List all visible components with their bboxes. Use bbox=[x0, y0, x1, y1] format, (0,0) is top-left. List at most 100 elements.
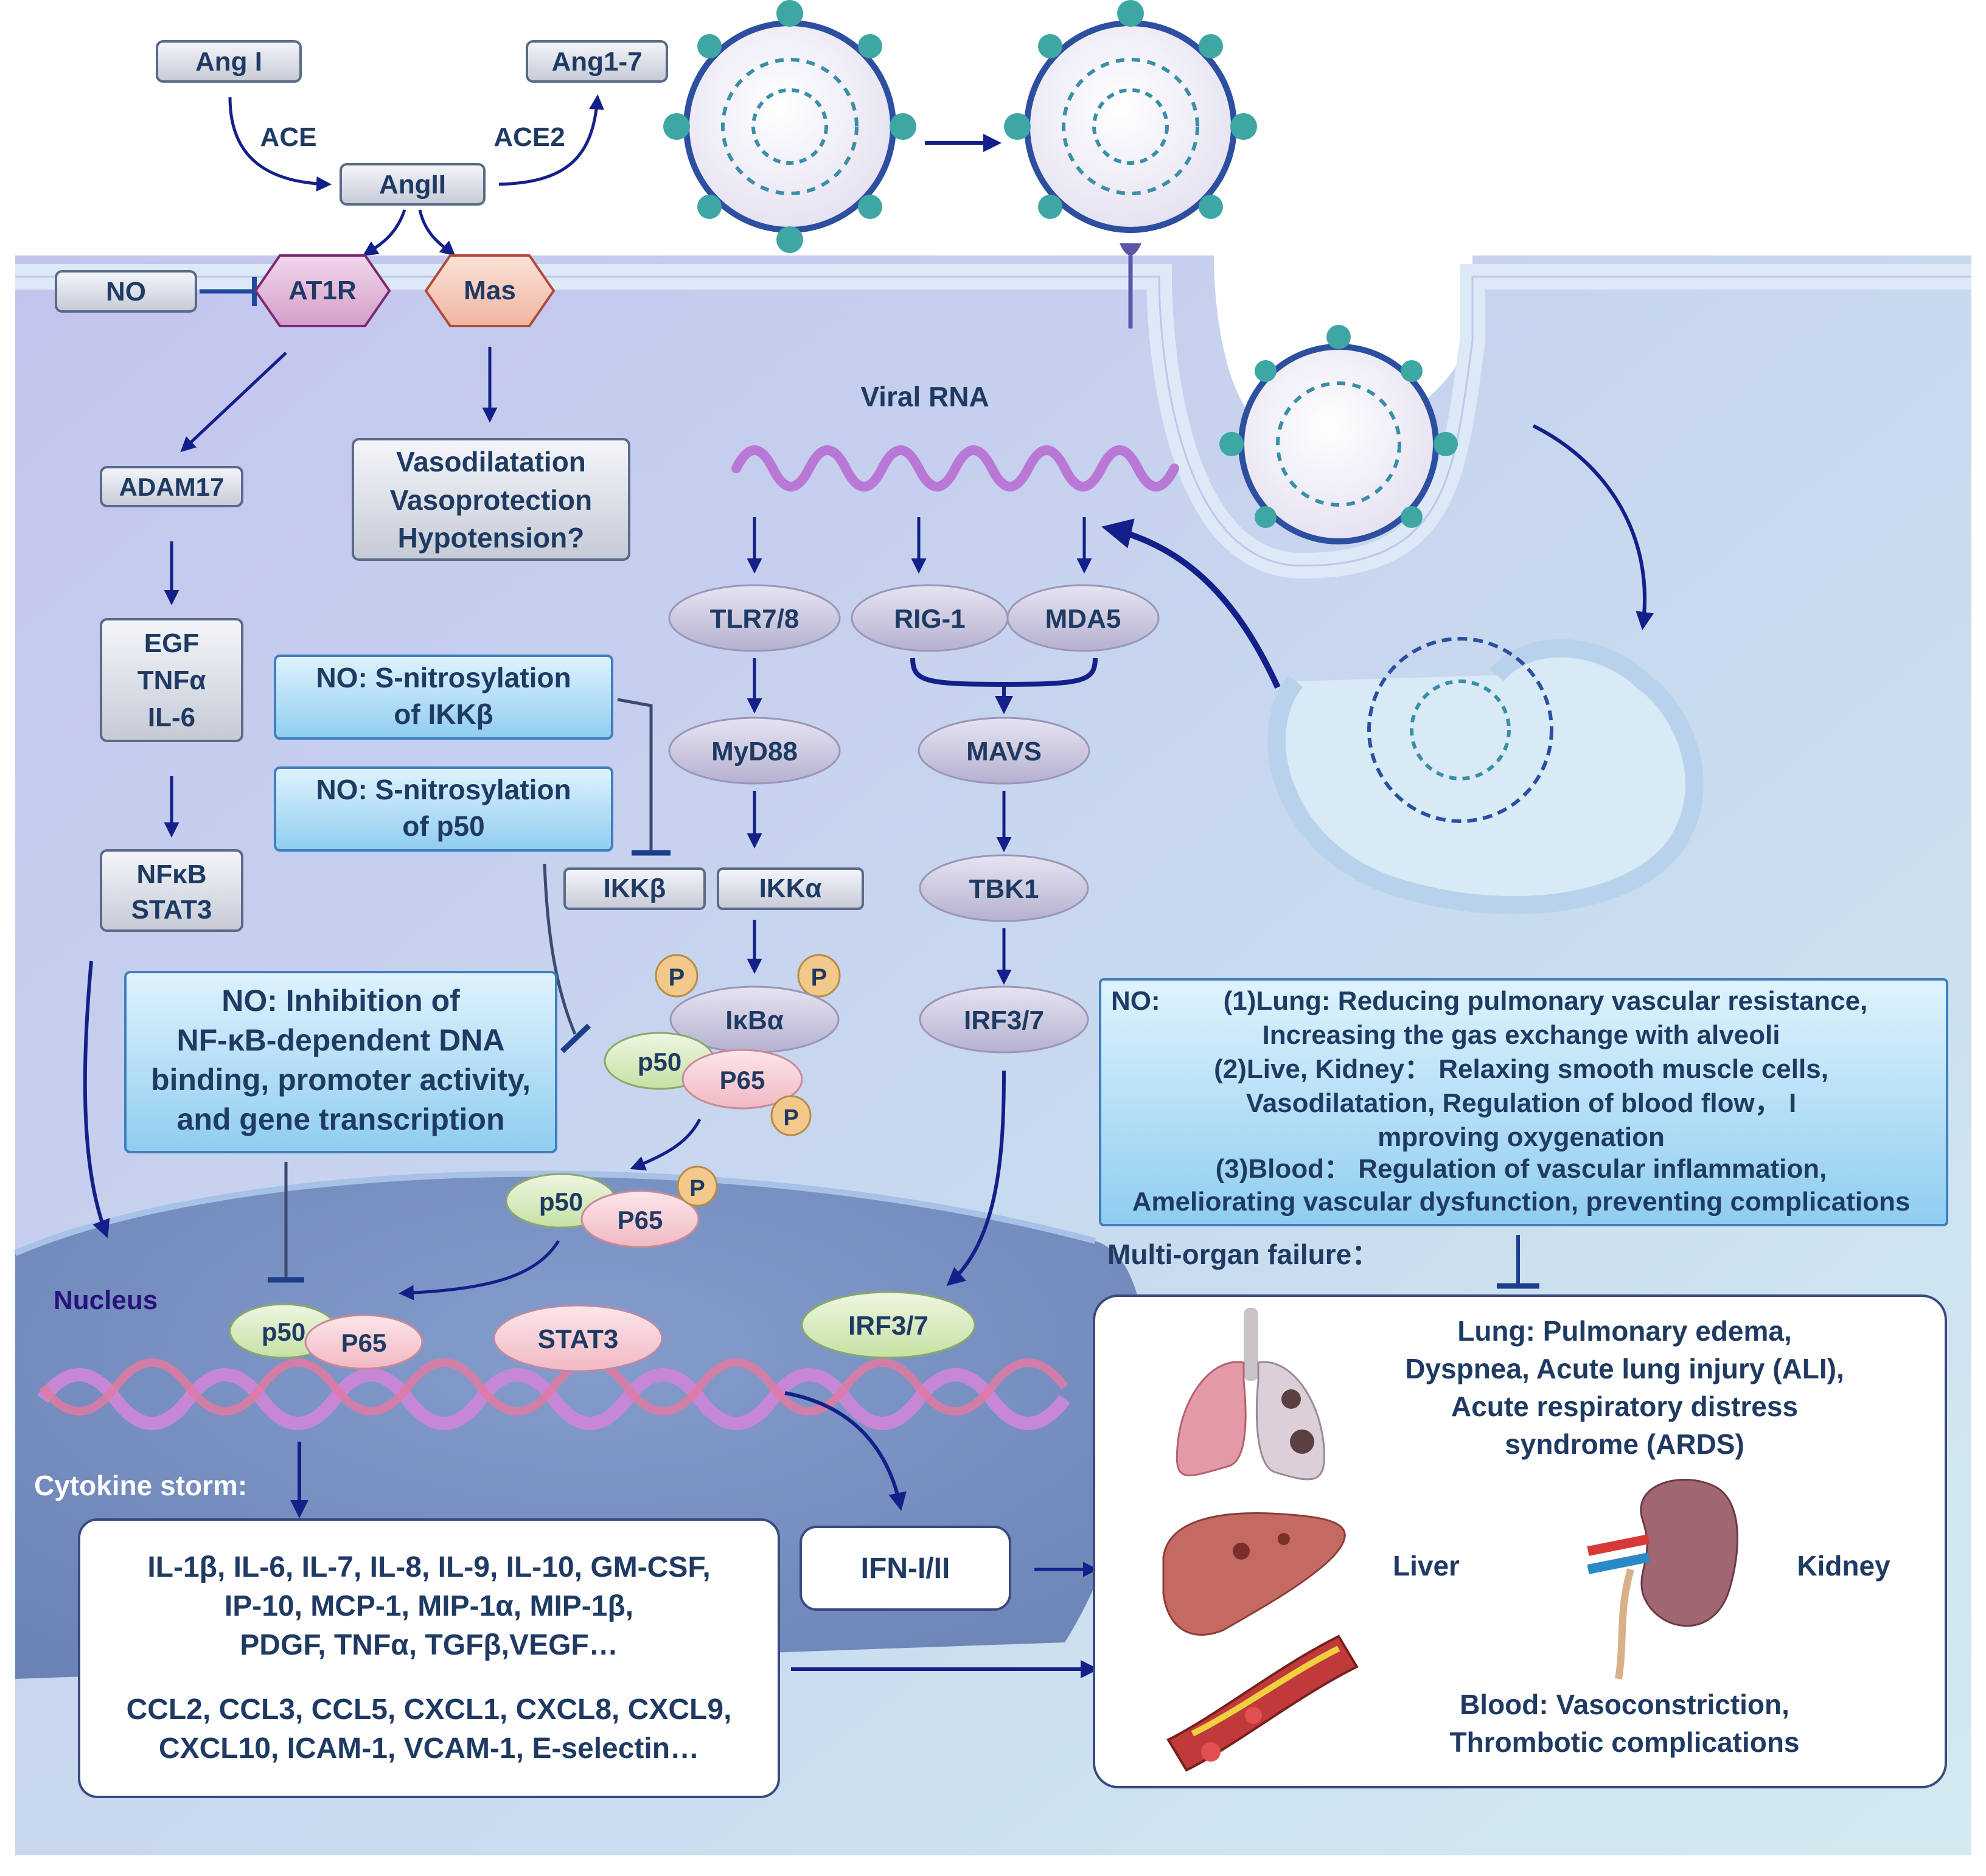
ikkb-box: IKKβ bbox=[563, 867, 706, 910]
endosome bbox=[1267, 637, 1704, 915]
svg-text:P65: P65 bbox=[618, 1206, 663, 1234]
svg-text:IKKβ: IKKβ bbox=[604, 874, 666, 903]
vasodilatation-box: Vasodilatation Vasoprotection Hypotensio… bbox=[352, 438, 630, 561]
svg-text:Dyspnea, Acute lung injury (AL: Dyspnea, Acute lung injury (ALI), bbox=[1405, 1353, 1844, 1384]
svg-text:MAVS: MAVS bbox=[966, 737, 1042, 766]
receptor-icon bbox=[1120, 243, 1141, 328]
ang17-box: Ang1-7 bbox=[526, 40, 668, 83]
svg-text:P: P bbox=[689, 1176, 705, 1201]
ifn-box: IFN-I/II bbox=[800, 1526, 1011, 1611]
svg-text:NO: Inhibition of: NO: Inhibition of bbox=[221, 984, 460, 1018]
svg-text:NFκB: NFκB bbox=[137, 860, 207, 889]
svg-text:P: P bbox=[669, 964, 685, 991]
svg-text:PDGF, TNFα, TGFβ,VEGF…: PDGF, TNFα, TGFβ,VEGF… bbox=[240, 1629, 618, 1661]
svg-text:Increasing the gas exchange wi: Increasing the gas exchange with alveoli bbox=[1263, 1020, 1780, 1050]
svg-text:Thrombotic complications: Thrombotic complications bbox=[1449, 1726, 1799, 1758]
svg-text:STAT3: STAT3 bbox=[538, 1324, 619, 1354]
svg-text:Vasodilatation, Regulation of: Vasodilatation, Regulation of blood flow… bbox=[1246, 1088, 1796, 1118]
nfkb-dimer-translocating: p50 P65 P bbox=[505, 1166, 718, 1248]
svg-text:EGF: EGF bbox=[144, 628, 199, 658]
svg-text:MyD88: MyD88 bbox=[711, 737, 798, 766]
svg-text:Lung: Pulmonary edema,: Lung: Pulmonary edema, bbox=[1457, 1315, 1792, 1347]
svg-text:mproving oxygenation: mproving oxygenation bbox=[1378, 1122, 1665, 1152]
svg-text:IFN-I/II: IFN-I/II bbox=[861, 1552, 950, 1585]
svg-text:IL-1β, IL-6, IL-7, IL-8, IL-9,: IL-1β, IL-6, IL-7, IL-8, IL-9, IL-10, GM… bbox=[147, 1551, 710, 1583]
svg-text:NF-κB-dependent DNA: NF-κB-dependent DNA bbox=[177, 1023, 505, 1057]
no-effects-box: NO: (1)Lung: Reducing pulmonary vascular… bbox=[1099, 978, 1948, 1226]
ace2-label: ACE2 bbox=[493, 122, 565, 152]
svg-text:P: P bbox=[811, 964, 827, 991]
stat3-nucleus: STAT3 bbox=[493, 1304, 663, 1372]
at1r-receptor: AT1R bbox=[254, 254, 391, 327]
no-box: NO bbox=[55, 270, 197, 313]
svg-text:p50: p50 bbox=[638, 1047, 681, 1076]
svg-text:Vasoprotection: Vasoprotection bbox=[390, 484, 592, 516]
svg-text:Ang I: Ang I bbox=[195, 47, 262, 77]
svg-text:Acute respiratory distress: Acute respiratory distress bbox=[1451, 1391, 1798, 1422]
svg-text:P65: P65 bbox=[720, 1066, 765, 1094]
multi-organ-title: Multi-organ failure： bbox=[1107, 1239, 1379, 1270]
rig1-node: RIG-1 bbox=[851, 584, 1009, 652]
myd88-node: MyD88 bbox=[668, 717, 841, 785]
tbk1-node: TBK1 bbox=[919, 854, 1089, 922]
svg-text:ADAM17: ADAM17 bbox=[119, 473, 225, 501]
svg-text:TBK1: TBK1 bbox=[969, 874, 1039, 904]
svg-text:IRF3/7: IRF3/7 bbox=[964, 1006, 1044, 1035]
svg-text:P65: P65 bbox=[341, 1329, 387, 1357]
svg-text:TLR7/8: TLR7/8 bbox=[710, 604, 800, 634]
svg-text:AT1R: AT1R bbox=[288, 276, 357, 305]
svg-text:P: P bbox=[783, 1105, 798, 1131]
svg-text:(3)Blood： Regulation of vascul: (3)Blood： Regulation of vascular inflamm… bbox=[1216, 1154, 1827, 1184]
cytokine-list-box: IL-1β, IL-6, IL-7, IL-8, IL-9, IL-10, GM… bbox=[78, 1518, 780, 1798]
svg-text:NO: S-nitrosylation: NO: S-nitrosylation bbox=[316, 774, 571, 805]
lung-icon bbox=[1176, 1308, 1325, 1481]
svg-text:Kidney: Kidney bbox=[1797, 1550, 1890, 1582]
ang1-box: Ang I bbox=[156, 40, 302, 83]
nfkb-stat3-box: NFκB STAT3 bbox=[100, 849, 243, 932]
svg-text:Liver: Liver bbox=[1393, 1550, 1460, 1582]
svg-text:of p50: of p50 bbox=[402, 810, 484, 842]
dna-helix-icon bbox=[37, 1358, 1070, 1430]
svg-text:CXCL10, ICAM-1, VCAM-1, E-sele: CXCL10, ICAM-1, VCAM-1, E-selectin… bbox=[159, 1732, 699, 1765]
svg-text:MDA5: MDA5 bbox=[1045, 604, 1121, 634]
svg-text:IKKα: IKKα bbox=[759, 874, 822, 903]
svg-text:binding, promoter activity,: binding, promoter activity, bbox=[151, 1063, 531, 1097]
svg-text:p50: p50 bbox=[539, 1187, 583, 1216]
irf37-cyto-node: IRF3/7 bbox=[919, 985, 1089, 1054]
viral-rna-strand bbox=[731, 445, 1179, 492]
ang2-box: AngII bbox=[340, 163, 486, 206]
svg-text:CCL2, CCL3, CCL5, CXCL1, CXCL8: CCL2, CCL3, CCL5, CXCL1, CXCL8, CXCL9, bbox=[127, 1694, 732, 1726]
mavs-node: MAVS bbox=[918, 717, 1090, 785]
svg-text:IP-10, MCP-1, MIP-1α, MIP-1β,: IP-10, MCP-1, MIP-1α, MIP-1β, bbox=[225, 1590, 633, 1622]
svg-text:and gene transcription: and gene transcription bbox=[177, 1102, 505, 1136]
svg-text:Blood: Vasoconstriction,: Blood: Vasoconstriction, bbox=[1460, 1689, 1789, 1720]
svg-text:Hypotension?: Hypotension? bbox=[398, 522, 585, 554]
svg-text:RIG-1: RIG-1 bbox=[894, 604, 965, 634]
adam17-box: ADAM17 bbox=[100, 466, 243, 507]
no-p50-box: NO: S-nitrosylation of p50 bbox=[274, 766, 613, 852]
no-nfkb-inhibition-box: NO: Inhibition of NF-κB-dependent DNA bi… bbox=[124, 971, 557, 1153]
virus-icon bbox=[663, 0, 916, 253]
ikka-box: IKKα bbox=[717, 867, 864, 910]
svg-text:IκBα: IκBα bbox=[725, 1006, 784, 1035]
svg-text:Mas: Mas bbox=[464, 276, 516, 305]
svg-text:NO:: NO: bbox=[1111, 986, 1160, 1016]
svg-text:IRF3/7: IRF3/7 bbox=[848, 1311, 929, 1341]
svg-text:p50: p50 bbox=[262, 1318, 305, 1346]
svg-text:NO: S-nitrosylation: NO: S-nitrosylation bbox=[316, 662, 571, 693]
svg-text:Ang1-7: Ang1-7 bbox=[551, 47, 642, 77]
svg-text:of IKKβ: of IKKβ bbox=[394, 698, 493, 730]
virus-icon bbox=[1004, 0, 1257, 233]
mas-receptor: Mas bbox=[424, 254, 556, 327]
ikba-complex: P P IκBα p50 P65 P bbox=[604, 954, 841, 1136]
svg-text:STAT3: STAT3 bbox=[131, 895, 212, 925]
virus-icon bbox=[1219, 325, 1458, 544]
nfkb-dimer-nucleus: p50 P65 bbox=[229, 1303, 423, 1370]
viral-rna-label: Viral RNA bbox=[860, 381, 989, 412]
svg-text:NO: NO bbox=[106, 277, 146, 307]
svg-text:(2)Live, Kidney： Relaxing smoo: (2)Live, Kidney： Relaxing smooth muscle … bbox=[1214, 1054, 1828, 1084]
kidney-icon bbox=[1587, 1479, 1738, 1680]
liver-icon bbox=[1162, 1512, 1346, 1636]
